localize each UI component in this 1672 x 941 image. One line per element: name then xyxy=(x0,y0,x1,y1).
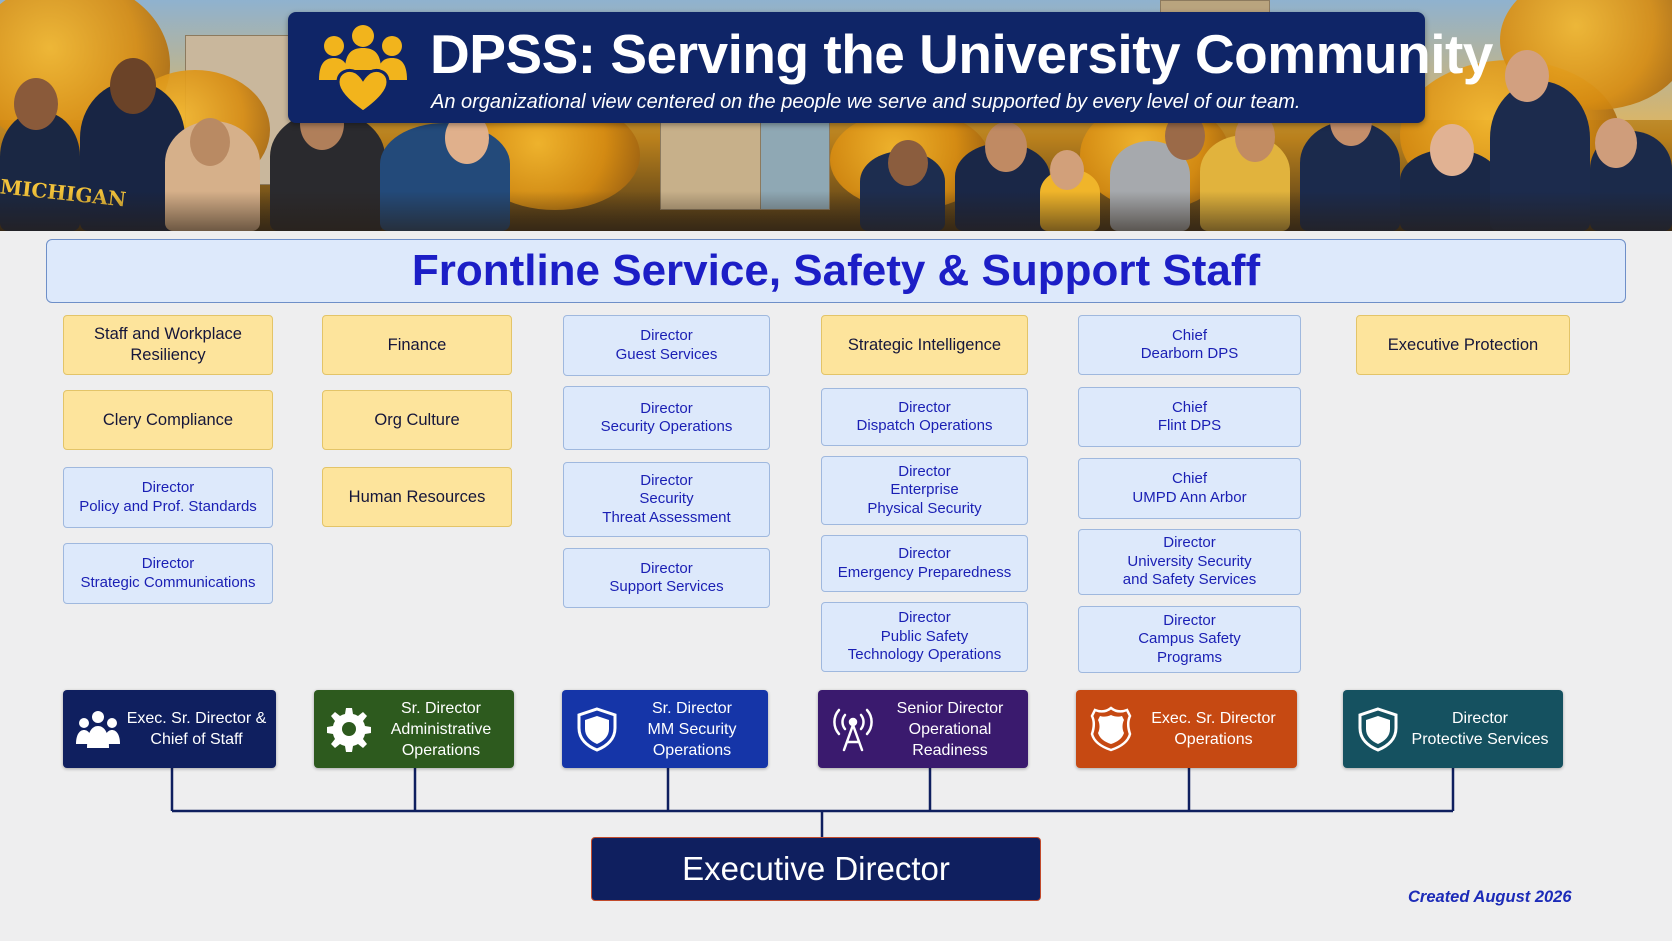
unit-finance: Finance xyxy=(322,315,512,375)
leader-exec-sr-director-chief-of-staff: Exec. Sr. Director & Chief of Staff xyxy=(63,690,276,768)
unit-director-support-services: Director Support Services xyxy=(563,548,770,608)
unit-director-enterprise-physical-security: Director Enterprise Physical Security xyxy=(821,456,1028,525)
leader-senior-director-operational-readiness: Senior Director Operational Readiness xyxy=(818,690,1028,768)
leader-sr-director-administrative-operations: Sr. Director Administrative Operations xyxy=(314,690,514,768)
frontline-banner-text: Frontline Service, Safety & Support Staf… xyxy=(411,246,1261,295)
unit-chief-flint-dps: Chief Flint DPS xyxy=(1078,387,1301,447)
created-date: Created August 2026 xyxy=(1408,888,1572,906)
unit-human-resources: Human Resources xyxy=(322,467,512,527)
unit-chief-dearborn-dps: Chief Dearborn DPS xyxy=(1078,315,1301,375)
page-title: DPSS: Serving the University Community xyxy=(430,23,1493,85)
unit-director-strategic-communications: Director Strategic Communications xyxy=(63,543,273,604)
leader-label: Exec. Sr. Director Operations xyxy=(1151,710,1276,748)
leader-label: Sr. Director Administrative Operations xyxy=(390,699,492,759)
unit-org-culture: Org Culture xyxy=(322,390,512,450)
unit-clery-compliance: Clery Compliance xyxy=(63,390,273,450)
leader-label: Senior Director Operational Readiness xyxy=(896,699,1004,759)
leader-label: Sr. Director MM Security Operations xyxy=(647,699,737,759)
title-banner: DPSS: Serving the University Community A… xyxy=(288,12,1493,123)
people-group-icon xyxy=(76,711,120,748)
gear-icon xyxy=(327,708,371,752)
police-badge-icon xyxy=(1090,706,1132,752)
frontline-banner: Frontline Service, Safety & Support Staf… xyxy=(46,239,1626,303)
unit-director-security-threat-assessment: Director Security Threat Assessment xyxy=(563,462,770,537)
unit-director-emergency-preparedness: Director Emergency Preparedness xyxy=(821,535,1028,592)
unit-director-university-security-safety-services: Director University Security and Safety … xyxy=(1078,529,1301,595)
unit-director-public-safety-technology-operations: Director Public Safety Technology Operat… xyxy=(821,602,1028,672)
shield-icon xyxy=(577,707,617,752)
executive-director-label: Executive Director xyxy=(682,850,950,887)
hero-photo: MICHIGAN DPSS: Serving the University Co… xyxy=(0,0,1672,231)
unit-director-security-operations: Director Security Operations xyxy=(563,386,770,450)
leader-sr-director-mm-security-operations: Sr. Director MM Security Operations xyxy=(562,690,768,768)
leader-exec-sr-director-operations: Exec. Sr. Director Operations xyxy=(1076,690,1297,768)
shield-icon xyxy=(1358,707,1398,752)
leader-label: Director Protective Services xyxy=(1411,710,1549,748)
executive-director-box: Executive Director xyxy=(591,837,1041,901)
radio-tower-icon xyxy=(833,708,873,752)
unit-director-policy-prof-standards: Director Policy and Prof. Standards xyxy=(63,467,273,528)
unit-chief-umpd-ann-arbor: Chief UMPD Ann Arbor xyxy=(1078,458,1301,519)
unit-director-guest-services: Director Guest Services xyxy=(563,315,770,376)
community-heart-icon xyxy=(319,25,407,114)
leader-director-protective-services: Director Protective Services xyxy=(1343,690,1563,768)
page-subtitle: An organizational view centered on the p… xyxy=(431,91,1301,113)
unit-staff-workplace-resiliency: Staff and Workplace Resiliency xyxy=(63,315,273,375)
unit-director-dispatch-operations: Director Dispatch Operations xyxy=(821,388,1028,446)
unit-strategic-intelligence: Strategic Intelligence xyxy=(821,315,1028,375)
unit-executive-protection: Executive Protection xyxy=(1356,315,1570,375)
leader-label: Exec. Sr. Director & Chief of Staff xyxy=(126,710,267,748)
unit-director-campus-safety-programs: Director Campus Safety Programs xyxy=(1078,606,1301,673)
